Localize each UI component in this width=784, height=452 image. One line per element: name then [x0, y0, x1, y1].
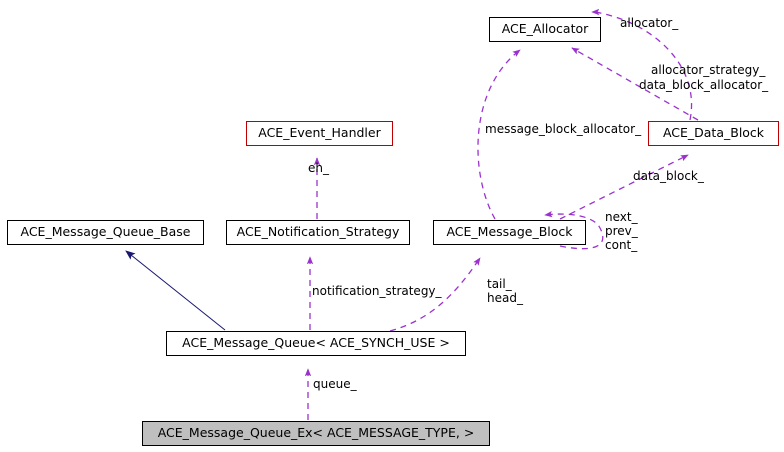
- edge-label-tail: tail_: [487, 277, 512, 291]
- edge-label-message-block-allocator: message_block_allocator_: [485, 122, 642, 136]
- node-ace-event-handler[interactable]: ACE_Event_Handler: [246, 121, 393, 146]
- node-label: ACE_Event_Handler: [258, 125, 381, 141]
- node-ace-message-block[interactable]: ACE_Message_Block: [433, 220, 586, 245]
- node-label: ACE_Allocator: [501, 21, 589, 37]
- edge-label-next: next_: [605, 210, 638, 224]
- edge-label-eh: eh_: [308, 161, 329, 175]
- node-ace-notification-strategy[interactable]: ACE_Notification_Strategy: [226, 220, 410, 245]
- edge-label-prev: prev_: [605, 224, 638, 238]
- node-ace-message-queue[interactable]: ACE_Message_Queue< ACE_SYNCH_USE >: [166, 331, 466, 356]
- edge-message-block-to-allocator: [477, 49, 521, 220]
- edge-label-data-block-allocator: data_block_allocator_: [639, 78, 769, 92]
- edge-label-notification-strategy: notification_strategy_: [312, 284, 442, 298]
- node-ace-message-queue-ex[interactable]: ACE_Message_Queue_Ex< ACE_MESSAGE_TYPE, …: [142, 421, 490, 446]
- node-label: ACE_Message_Queue_Ex< ACE_MESSAGE_TYPE, …: [157, 425, 475, 441]
- edge-label-allocator: allocator_: [620, 16, 679, 30]
- edge-label-allocator-strategy: allocator_strategy_: [651, 63, 766, 77]
- edge-label-data-block: data_block_: [633, 169, 704, 183]
- node-ace-allocator[interactable]: ACE_Allocator: [489, 17, 601, 42]
- node-label: ACE_Notification_Strategy: [236, 224, 400, 240]
- node-label: ACE_Data_Block: [662, 125, 765, 141]
- edge-label-queue: queue_: [313, 377, 357, 391]
- node-label: ACE_Message_Queue< ACE_SYNCH_USE >: [182, 335, 450, 351]
- edge-message-block-self-loop: [544, 210, 604, 250]
- node-ace-data-block[interactable]: ACE_Data_Block: [648, 121, 779, 146]
- node-label: ACE_Message_Block: [446, 224, 573, 240]
- edge-data-block-to-allocator-strategy: [571, 47, 699, 121]
- edge-data-block-to-allocator: [591, 8, 693, 121]
- edge-message-block-to-data-block: [559, 154, 689, 220]
- node-label: ACE_Message_Queue_Base: [20, 224, 191, 240]
- edge-message-queue-to-message-block: [389, 257, 481, 332]
- edge-message-queue-to-base: [125, 250, 226, 331]
- edge-label-cont: cont_: [605, 238, 638, 252]
- node-ace-message-queue-base[interactable]: ACE_Message_Queue_Base: [7, 220, 204, 245]
- edge-label-head: head_: [487, 291, 523, 305]
